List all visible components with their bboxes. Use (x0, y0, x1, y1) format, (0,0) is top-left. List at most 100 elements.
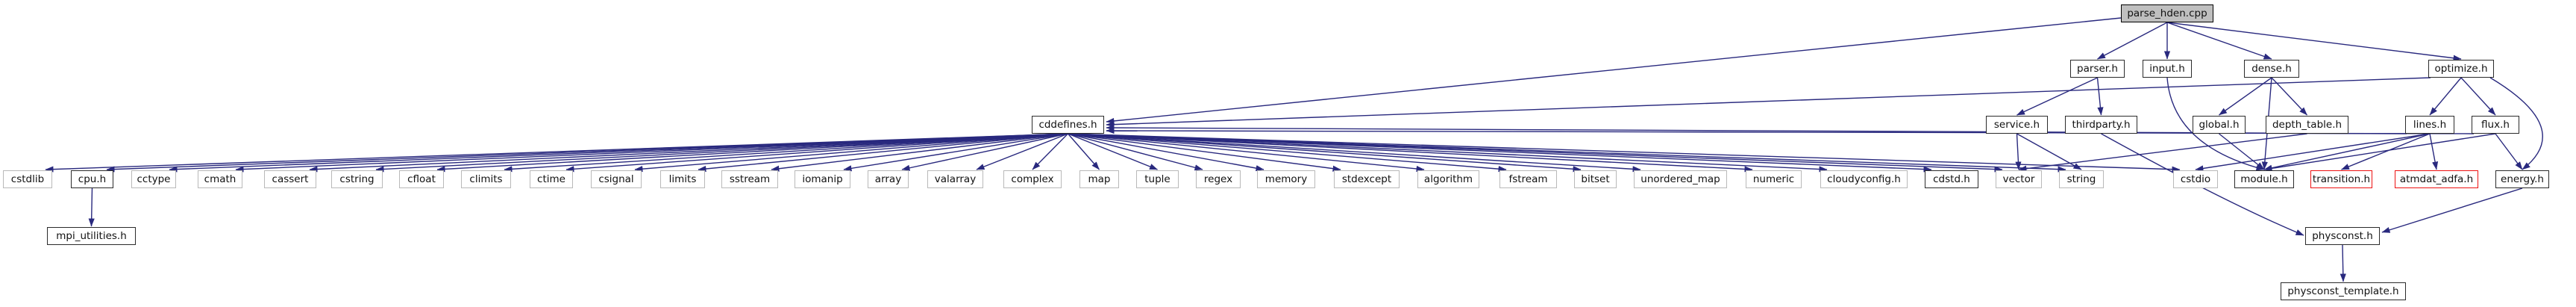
edge-cddefines-h-to-bitset (1068, 133, 1582, 173)
edge-cddefines-h-to-cmath (235, 133, 1068, 173)
edge-cddefines-h-to-iomanip (843, 133, 1068, 172)
graph-node-mpi_utilities-h[interactable]: mpi_utilities.h (47, 227, 136, 245)
graph-node-parse_hden-cpp[interactable]: parse_hden.cpp (2121, 4, 2213, 22)
edge-cddefines-h-to-tuple (1068, 133, 1158, 170)
graph-node-limits[interactable]: limits (660, 170, 705, 188)
edge-service-h-to-vector (2015, 133, 2022, 170)
graph-node-service-h[interactable]: service.h (1986, 116, 2048, 134)
edge-cddefines-h-to-ctime (565, 133, 1068, 173)
edge-parser-h-to-thirdparty-h (2096, 77, 2104, 116)
graph-node-memory[interactable]: memory (1257, 170, 1315, 188)
edge-cddefines-h-to-fstream (1068, 133, 1507, 173)
edge-parse_hden-cpp-to-dense-h (2166, 22, 2272, 60)
graph-node-module-h[interactable]: module.h (2234, 170, 2294, 188)
edge-cddefines-h-to-csignal (634, 133, 1068, 173)
graph-node-vector[interactable]: vector (1996, 170, 2042, 188)
edge-optimize-h-to-cddefines-h (1106, 77, 2431, 128)
edge-cddefines-h-to-regex (1068, 133, 1203, 171)
graph-node-cstring[interactable]: cstring (331, 170, 383, 188)
graph-node-depth_table-h[interactable]: depth_table.h (2266, 116, 2348, 134)
edge-cddefines-h-to-climits (504, 133, 1068, 173)
edge-depth_table-h-to-vector (2018, 133, 2307, 172)
graph-node-cpu-h[interactable]: cpu.h (71, 170, 113, 188)
edge-parse_hden-cpp-to-parser-h (2097, 22, 2168, 60)
graph-node-optimize-h[interactable]: optimize.h (2428, 60, 2494, 78)
graph-node-iomanip[interactable]: iomanip (795, 170, 850, 188)
graph-node-complex[interactable]: complex (1003, 170, 1062, 188)
graph-node-climits[interactable]: climits (461, 170, 511, 188)
edge-cddefines-h-to-unordered_map (1068, 133, 1641, 173)
edge-cddefines-h-to-algorithm (1068, 133, 1425, 173)
edge-optimize-h-to-flux-h (2460, 77, 2496, 116)
edge-cddefines-h-to-cassert (309, 133, 1068, 173)
edge-lines-h-to-module-h (2263, 133, 2431, 171)
graph-node-cdstd-h[interactable]: cdstd.h (1925, 170, 1978, 188)
graph-node-map[interactable]: map (1079, 170, 1119, 188)
edge-cddefines-h-to-sstream (771, 133, 1068, 172)
graph-node-unordered_map[interactable]: unordered_map (1634, 170, 1727, 188)
graph-node-sstream[interactable]: sstream (721, 170, 778, 188)
edge-lines-h-to-cstdio (2195, 133, 2431, 172)
edge-flux-h-to-cddefines-h (1106, 127, 2475, 134)
graph-node-atmdat_adfa-h[interactable]: atmdat_adfa.h (2395, 170, 2478, 188)
graph-node-cstdio[interactable]: cstdio (2173, 170, 2218, 188)
edge-cddefines-h-to-stdexcept (1068, 133, 1341, 172)
graph-node-csignal[interactable]: csignal (591, 170, 642, 188)
graph-node-fstream[interactable]: fstream (1499, 170, 1557, 188)
edge-energy-h-to-physconst-h (2381, 187, 2523, 233)
graph-node-ctime[interactable]: ctime (530, 170, 573, 188)
graph-node-cassert[interactable]: cassert (264, 170, 316, 188)
graph-node-stdexcept[interactable]: stdexcept (1334, 170, 1400, 188)
graph-node-parser-h[interactable]: parser.h (2070, 60, 2125, 78)
edge-cddefines-h-to-cfloat (436, 133, 1068, 173)
graph-node-input-h[interactable]: input.h (2143, 60, 2192, 78)
edge-lines-h-to-transition-h (2341, 133, 2431, 170)
graph-node-valarray[interactable]: valarray (927, 170, 983, 188)
graph-node-cloudyconfig-h[interactable]: cloudyconfig.h (1820, 170, 1908, 188)
edge-cddefines-h-to-cloudyconfig-h (1068, 133, 1828, 173)
graph-node-transition-h[interactable]: transition.h (2310, 170, 2372, 188)
graph-node-algorithm[interactable]: algorithm (1417, 170, 1479, 188)
graph-node-cctype[interactable]: cctype (131, 170, 176, 188)
edge-parser-h-to-service-h (2016, 77, 2098, 116)
graph-node-energy-h[interactable]: energy.h (2495, 170, 2549, 188)
graph-node-tuple[interactable]: tuple (1136, 170, 1179, 188)
edge-parse_hden-cpp-to-optimize-h (2166, 22, 2462, 61)
edge-cddefines-h-to-map (1067, 133, 1100, 170)
graph-node-thirdparty-h[interactable]: thirdparty.h (2065, 116, 2137, 134)
edge-cddefines-h-to-string (1068, 133, 2066, 173)
graph-node-string[interactable]: string (2059, 170, 2104, 188)
graph-node-global-h[interactable]: global.h (2193, 116, 2246, 134)
edge-optimize-h-to-energy-h (2489, 77, 2543, 170)
graph-node-cfloat[interactable]: cfloat (399, 170, 444, 188)
edge-global-h-to-module-h (2219, 133, 2265, 170)
edge-cpu-h-to-mpi_utilities-h (88, 187, 95, 227)
edge-cddefines-h-to-valarray (976, 133, 1068, 170)
graph-node-physconst_template-h[interactable]: physconst_template.h (2281, 282, 2406, 300)
graph-node-cstdlib[interactable]: cstdlib (3, 170, 52, 188)
edge-flux-h-to-module-h (2263, 133, 2496, 172)
graph-node-dense-h[interactable]: dense.h (2244, 60, 2299, 78)
edge-dense-h-to-depth_table-h (2271, 77, 2308, 116)
edge-lines-h-to-atmdat_adfa-h (2429, 133, 2439, 170)
edge-input-h-to-module-h (2166, 77, 2265, 171)
edge-cddefines-h-to-cstdio (1068, 133, 2181, 173)
edge-flux-h-to-energy-h (2495, 133, 2523, 170)
edge-cddefines-h-to-cstring (375, 133, 1068, 173)
graph-node-numeric[interactable]: numeric (1746, 170, 1802, 188)
edge-optimize-h-to-lines-h (2429, 77, 2462, 116)
graph-node-bitset[interactable]: bitset (1574, 170, 1617, 188)
graph-node-regex[interactable]: regex (1196, 170, 1241, 188)
edge-cddefines-h-to-memory (1068, 133, 1265, 172)
edge-physconst-h-to-physconst_template-h (2340, 244, 2346, 282)
graph-node-array[interactable]: array (868, 170, 909, 188)
graph-node-flux-h[interactable]: flux.h (2472, 116, 2519, 134)
graph-node-physconst-h[interactable]: physconst.h (2305, 227, 2380, 245)
edge-cddefines-h-to-limits (698, 133, 1068, 173)
edge-cddefines-h-to-complex (1032, 133, 1068, 170)
graph-node-cddefines-h[interactable]: cddefines.h (1032, 116, 1104, 134)
graph-node-lines-h[interactable]: lines.h (2405, 116, 2454, 134)
graph-node-cmath[interactable]: cmath (198, 170, 242, 188)
